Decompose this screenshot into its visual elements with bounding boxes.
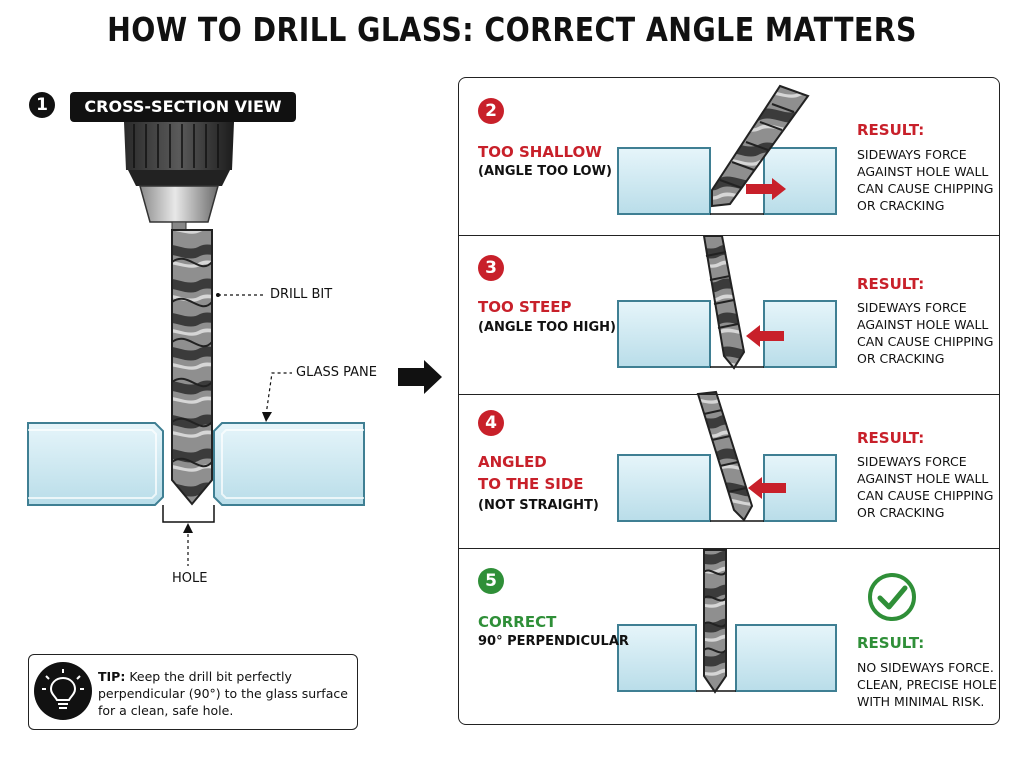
step-badge-4: 4	[478, 410, 504, 436]
case-5-drill-bit	[703, 549, 727, 694]
case-2-force-arrow	[746, 178, 786, 200]
case-4-title-line2: TO THE SIDE	[478, 475, 584, 493]
page-title: HOW TO DRILL GLASS: CORRECT ANGLE MATTER…	[107, 10, 917, 49]
hole-callout: HOLE	[172, 571, 208, 586]
panel-divider	[459, 235, 999, 236]
case-2-subtitle: (ANGLE TOO LOW)	[478, 164, 612, 179]
hole-bracket	[162, 505, 215, 523]
panel-divider	[459, 548, 999, 549]
case-3-force-arrow	[746, 325, 784, 347]
step-badge-2: 2	[478, 98, 504, 124]
case-3-title: TOO STEEP	[478, 298, 572, 316]
lightbulb-icon	[34, 662, 92, 720]
case-5-subtitle: 90° PERPENDICULAR	[478, 634, 629, 649]
case-2-result-label: RESULT:	[857, 121, 925, 139]
case-2-glass	[617, 147, 837, 215]
drill-bit-callout: DRILL BIT	[270, 287, 333, 302]
case-4-drill-bit	[696, 390, 754, 522]
case-5-result-text: NO SIDEWAYS FORCE. CLEAN, PRECISE HOLE W…	[857, 660, 997, 709]
tip-prefix: TIP:	[98, 669, 126, 684]
cross-section-label: CROSS-SECTION VIEW	[70, 92, 296, 122]
case-2-result-text: SIDEWAYS FORCE AGAINST HOLE WALL CAN CAU…	[857, 147, 994, 213]
case-2-title: TOO SHALLOW	[478, 143, 602, 161]
step-badge-5: 5	[478, 568, 504, 594]
case-3-drill-bit	[702, 235, 746, 370]
step-badge-1: 1	[29, 92, 55, 118]
case-4-result-label: RESULT:	[857, 429, 925, 447]
step-badge-3: 3	[478, 255, 504, 281]
case-4-force-arrow	[748, 477, 786, 499]
angle-cases-panel	[458, 77, 1000, 725]
case-4-subtitle: (NOT STRAIGHT)	[478, 498, 599, 513]
case-3-result-text: SIDEWAYS FORCE AGAINST HOLE WALL CAN CAU…	[857, 300, 994, 366]
arrow-right-icon	[398, 360, 442, 394]
case-3-result-label: RESULT:	[857, 275, 925, 293]
case-2-drill-bit	[711, 84, 810, 208]
case-5-result-label: RESULT:	[857, 634, 925, 652]
drill-bit	[171, 229, 213, 506]
glass-pane-right	[213, 422, 365, 506]
case-3-subtitle: (ANGLE TOO HIGH)	[478, 320, 616, 335]
case-5-glass	[617, 624, 837, 692]
tip-box	[28, 654, 358, 730]
glass-pane-callout: GLASS PANE	[296, 365, 377, 380]
glass-pane-left	[27, 422, 164, 506]
case-5-title: CORRECT	[478, 613, 557, 631]
checkmark-circle-icon	[868, 573, 916, 621]
case-4-result-text: SIDEWAYS FORCE AGAINST HOLE WALL CAN CAU…	[857, 454, 994, 520]
panel-divider	[459, 394, 999, 395]
tip-body: Keep the drill bit perfectly perpendicul…	[98, 669, 348, 718]
tip-text: TIP: Keep the drill bit perfectly perpen…	[98, 668, 353, 719]
drill-chuck	[124, 122, 234, 231]
case-4-title-line1: ANGLED	[478, 453, 547, 471]
